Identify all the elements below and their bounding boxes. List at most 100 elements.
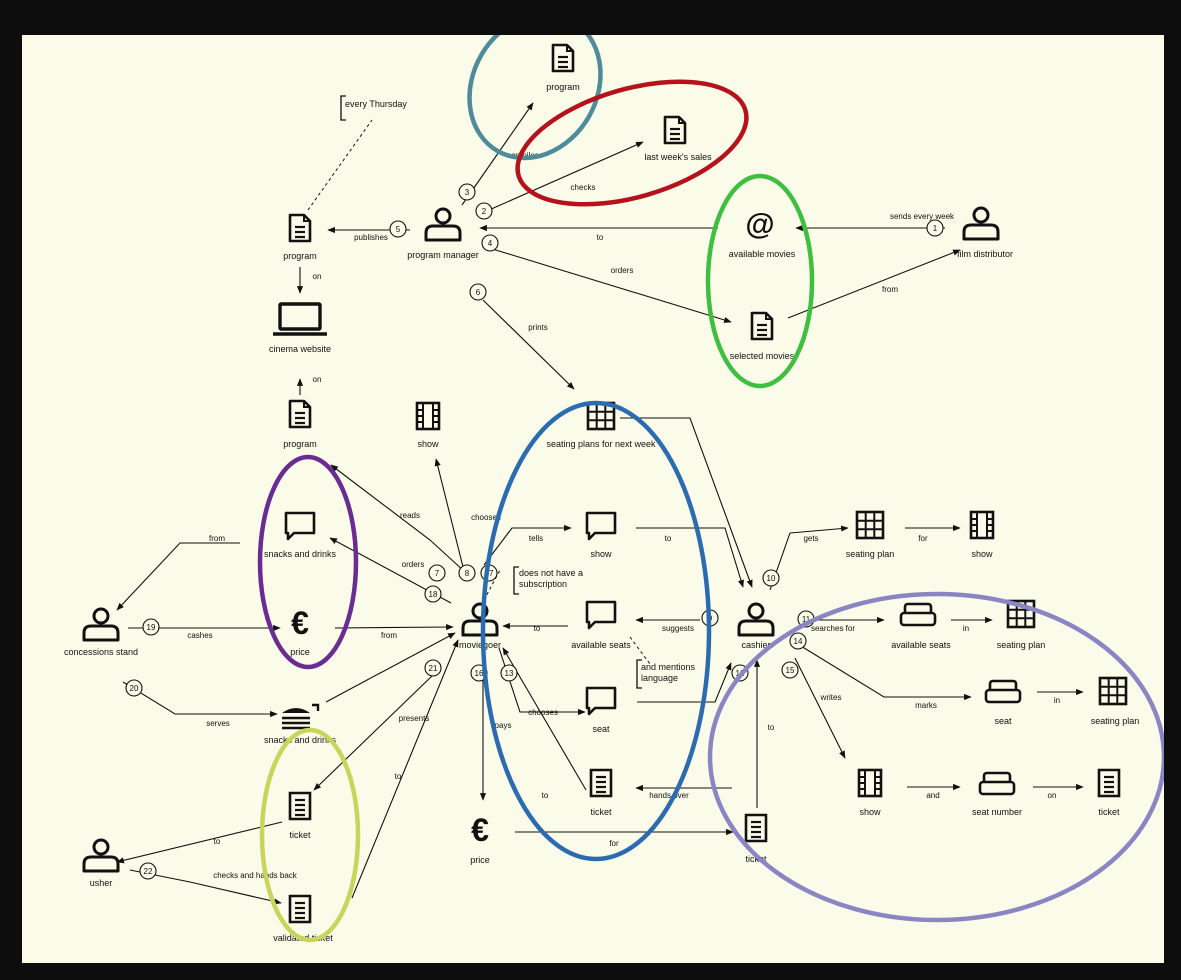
node-label: show xyxy=(590,549,612,559)
edge-label: for xyxy=(609,839,619,848)
node-label: show xyxy=(859,807,881,817)
armchair-icon xyxy=(899,602,937,627)
edge-label: to xyxy=(534,624,541,633)
domain-story-diagram: @ € xyxy=(64,35,1164,943)
node-label: last week's sales xyxy=(644,152,712,162)
document-icon xyxy=(288,213,312,243)
edge-label: from xyxy=(209,534,225,543)
node-label: seating plan xyxy=(997,640,1046,650)
edge-label: orders xyxy=(402,560,425,569)
node-label: ticket xyxy=(1098,807,1120,817)
node-label: program xyxy=(283,251,317,261)
edge-label: and xyxy=(926,791,939,800)
edge-label: chooses xyxy=(528,708,558,717)
node-label: seating plans for next week xyxy=(546,439,656,449)
node-label: available movies xyxy=(729,249,796,259)
step-number: 22 xyxy=(144,867,153,876)
node-label: snacks and drinks xyxy=(264,549,337,559)
edge-label: on xyxy=(313,375,322,384)
edge-label: in xyxy=(963,624,969,633)
edge-label: to xyxy=(665,534,672,543)
edge-label: orders xyxy=(611,266,634,275)
highlight-ellipse-blue xyxy=(480,400,712,862)
edge-label: to xyxy=(768,723,775,732)
node-label: seat xyxy=(592,724,610,734)
person-icon xyxy=(424,207,462,242)
node-label: show xyxy=(417,439,439,449)
document-icon xyxy=(551,43,575,73)
node-label: available seats xyxy=(571,640,631,650)
node-label: program xyxy=(546,82,580,92)
edge-label: to xyxy=(542,791,549,800)
armchair-icon xyxy=(984,679,1022,704)
document-icon xyxy=(663,115,687,145)
highlight-ellipse-lavender xyxy=(707,591,1164,923)
annotation-note: does not have a xyxy=(519,568,583,578)
node-label: show xyxy=(971,549,993,559)
step-number: 4 xyxy=(488,239,493,248)
film-strip-icon xyxy=(969,510,995,540)
highlight-ellipse-yellow xyxy=(259,727,361,943)
annotation-note: subscription xyxy=(519,579,567,589)
node-label: seat xyxy=(994,716,1012,726)
edge-label: searches for xyxy=(811,624,855,633)
ticket-icon xyxy=(1097,768,1121,798)
film-strip-icon xyxy=(857,768,883,798)
step-number: 11 xyxy=(802,615,811,624)
edge-label: to xyxy=(214,837,221,846)
diagram-board: @ € xyxy=(22,35,1164,963)
edge-label: on xyxy=(313,272,322,281)
edge-label: chooses xyxy=(471,513,501,522)
node-label: seating plan xyxy=(1091,716,1140,726)
highlight-ellipse-teal xyxy=(467,35,603,161)
step-number: 10 xyxy=(767,574,776,583)
step-number: 20 xyxy=(130,684,139,693)
speech-bubble-icon xyxy=(585,511,617,541)
step-number: 14 xyxy=(794,637,803,646)
edge-label: presents xyxy=(399,714,430,723)
edge-label: gets xyxy=(803,534,818,543)
edge-label: hands over xyxy=(649,791,689,800)
speech-bubble-icon xyxy=(585,600,617,630)
edge-label: in xyxy=(1054,696,1060,705)
person-icon xyxy=(962,206,1000,241)
edge-label: cashes xyxy=(187,631,212,640)
node-label: ticket xyxy=(745,854,767,864)
edge-label: pays xyxy=(495,721,512,730)
annotation-note: language xyxy=(641,673,678,683)
person-icon xyxy=(737,602,775,637)
step-number: 2 xyxy=(482,207,487,216)
step-number: 15 xyxy=(786,666,795,675)
step-number: 21 xyxy=(429,664,438,673)
step-number: 5 xyxy=(396,225,401,234)
edge-label: serves xyxy=(206,719,230,728)
edge-label: checks xyxy=(571,183,596,192)
step-number: 3 xyxy=(465,188,470,197)
step-number: 13 xyxy=(505,669,514,678)
edge-label: publishes xyxy=(354,233,388,242)
ticket-icon xyxy=(589,768,613,798)
step-number: 7 xyxy=(435,569,440,578)
node-label: usher xyxy=(90,878,113,888)
node-label: seat number xyxy=(972,807,1022,817)
node-label: moviegoer xyxy=(459,640,501,650)
edge-label: to xyxy=(395,772,402,781)
edge-label: marks xyxy=(915,701,937,710)
node-label: program manager xyxy=(407,250,479,260)
euro-icon xyxy=(291,605,310,641)
grid-icon xyxy=(1098,676,1128,706)
step-number: 1 xyxy=(933,224,938,233)
annotation-note: and mentions xyxy=(641,662,696,672)
grid-icon xyxy=(855,510,885,540)
edge-label: sends every week xyxy=(890,212,955,221)
edge-label: checks and hands back xyxy=(213,871,298,880)
person-icon xyxy=(82,607,120,642)
edge-label: for xyxy=(918,534,928,543)
node-label: cinema website xyxy=(269,344,331,354)
film-strip-icon xyxy=(415,401,441,431)
highlight-ellipse-red xyxy=(515,79,749,207)
document-icon xyxy=(750,311,774,341)
step-number: 6 xyxy=(476,288,481,297)
laptop-icon xyxy=(271,302,329,336)
at-sign-icon xyxy=(745,208,775,241)
